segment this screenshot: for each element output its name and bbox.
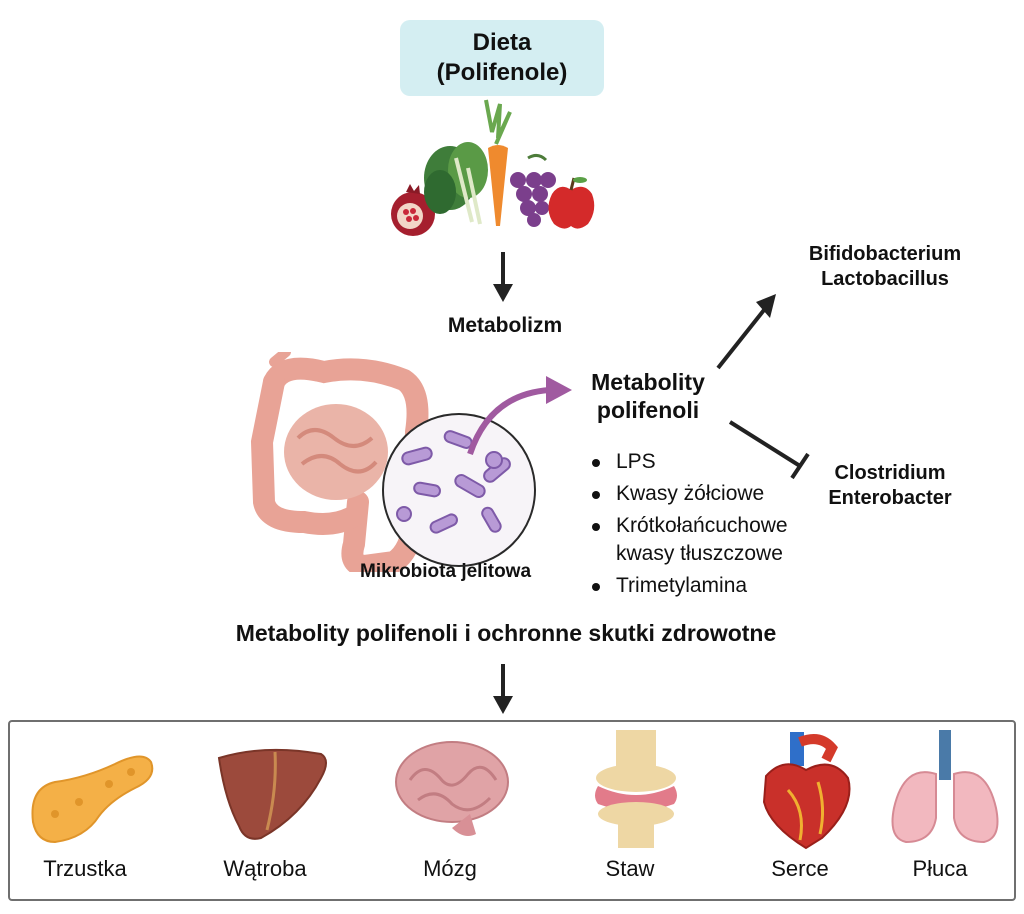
- metabolites-title-line1: Metabolity: [591, 369, 705, 395]
- metabolism-label: Metabolizm: [447, 314, 563, 337]
- joint-icon: [595, 730, 677, 848]
- bacteria-icon: [396, 430, 511, 534]
- liver-icon: [217, 748, 327, 840]
- apple-icon: [548, 177, 595, 229]
- list-item: Kwasy żółciowe: [590, 480, 788, 508]
- organ-label: Płuca: [912, 856, 968, 881]
- promoted-bacteria-2: Lactobacillus: [821, 268, 949, 290]
- summary-title: Metabolity polifenoli i ochronne skutki …: [235, 620, 777, 646]
- list-item: Trimetylamina: [590, 572, 788, 600]
- inhibit-line-icon: [728, 420, 810, 480]
- relation-arrows: [716, 294, 810, 480]
- leafy-greens-icon: [424, 142, 488, 225]
- arrow-down-icon: [493, 252, 513, 302]
- inhibited-bacteria-2: Enterobacter: [828, 487, 952, 509]
- microbiota-label: Mikrobiota jelitowa: [360, 561, 532, 582]
- organ-label: Trzustka: [43, 856, 127, 881]
- promoted-bacteria-label: Bifidobacterium Lactobacillus: [770, 242, 1000, 292]
- inhibited-bacteria-label: Clostridium Enterobacter: [790, 461, 990, 511]
- organ-label: Mózg: [423, 856, 477, 881]
- diet-subtitle: (Polifenole): [436, 59, 568, 86]
- pancreas-icon: [31, 755, 154, 844]
- organ-label: Serce: [771, 856, 829, 881]
- organ-label: Wątroba: [223, 856, 307, 881]
- arrow-down-icon: [493, 664, 513, 714]
- inhibited-bacteria-1: Clostridium: [834, 462, 946, 484]
- promote-arrow-icon: [716, 294, 776, 370]
- organs-panel: Trzustka Wątroba Mózg: [8, 720, 1016, 901]
- microbiota-circle: [382, 413, 536, 567]
- pomegranate-icon: [391, 184, 435, 236]
- diet-box: Dieta (Polifenole): [400, 20, 604, 96]
- carrot-icon: [484, 99, 512, 226]
- diet-title: Dieta: [472, 29, 532, 56]
- metabolites-title-line2: polifenoli: [596, 397, 700, 423]
- brain-icon: [395, 741, 509, 836]
- list-item: LPS: [590, 448, 788, 476]
- promoted-bacteria-1: Bifidobacterium: [808, 243, 962, 265]
- food-illustration: [391, 99, 595, 236]
- organ-liver: Wątroba: [190, 730, 340, 900]
- metabolites-title: Metabolity polifenoli: [568, 368, 728, 424]
- organ-brain: Mózg: [375, 730, 525, 900]
- lungs-icon: [891, 730, 999, 844]
- heart-icon: [762, 732, 851, 850]
- organ-lungs: Płuca: [865, 730, 1015, 900]
- organ-joint: Staw: [555, 730, 705, 900]
- intestine-icon: [250, 352, 429, 572]
- organ-label: Staw: [605, 856, 655, 881]
- organ-heart: Serce: [725, 730, 875, 900]
- grapes-icon: [510, 153, 556, 227]
- organ-pancreas: Trzustka: [10, 730, 160, 900]
- curved-arrow-icon: [467, 376, 572, 455]
